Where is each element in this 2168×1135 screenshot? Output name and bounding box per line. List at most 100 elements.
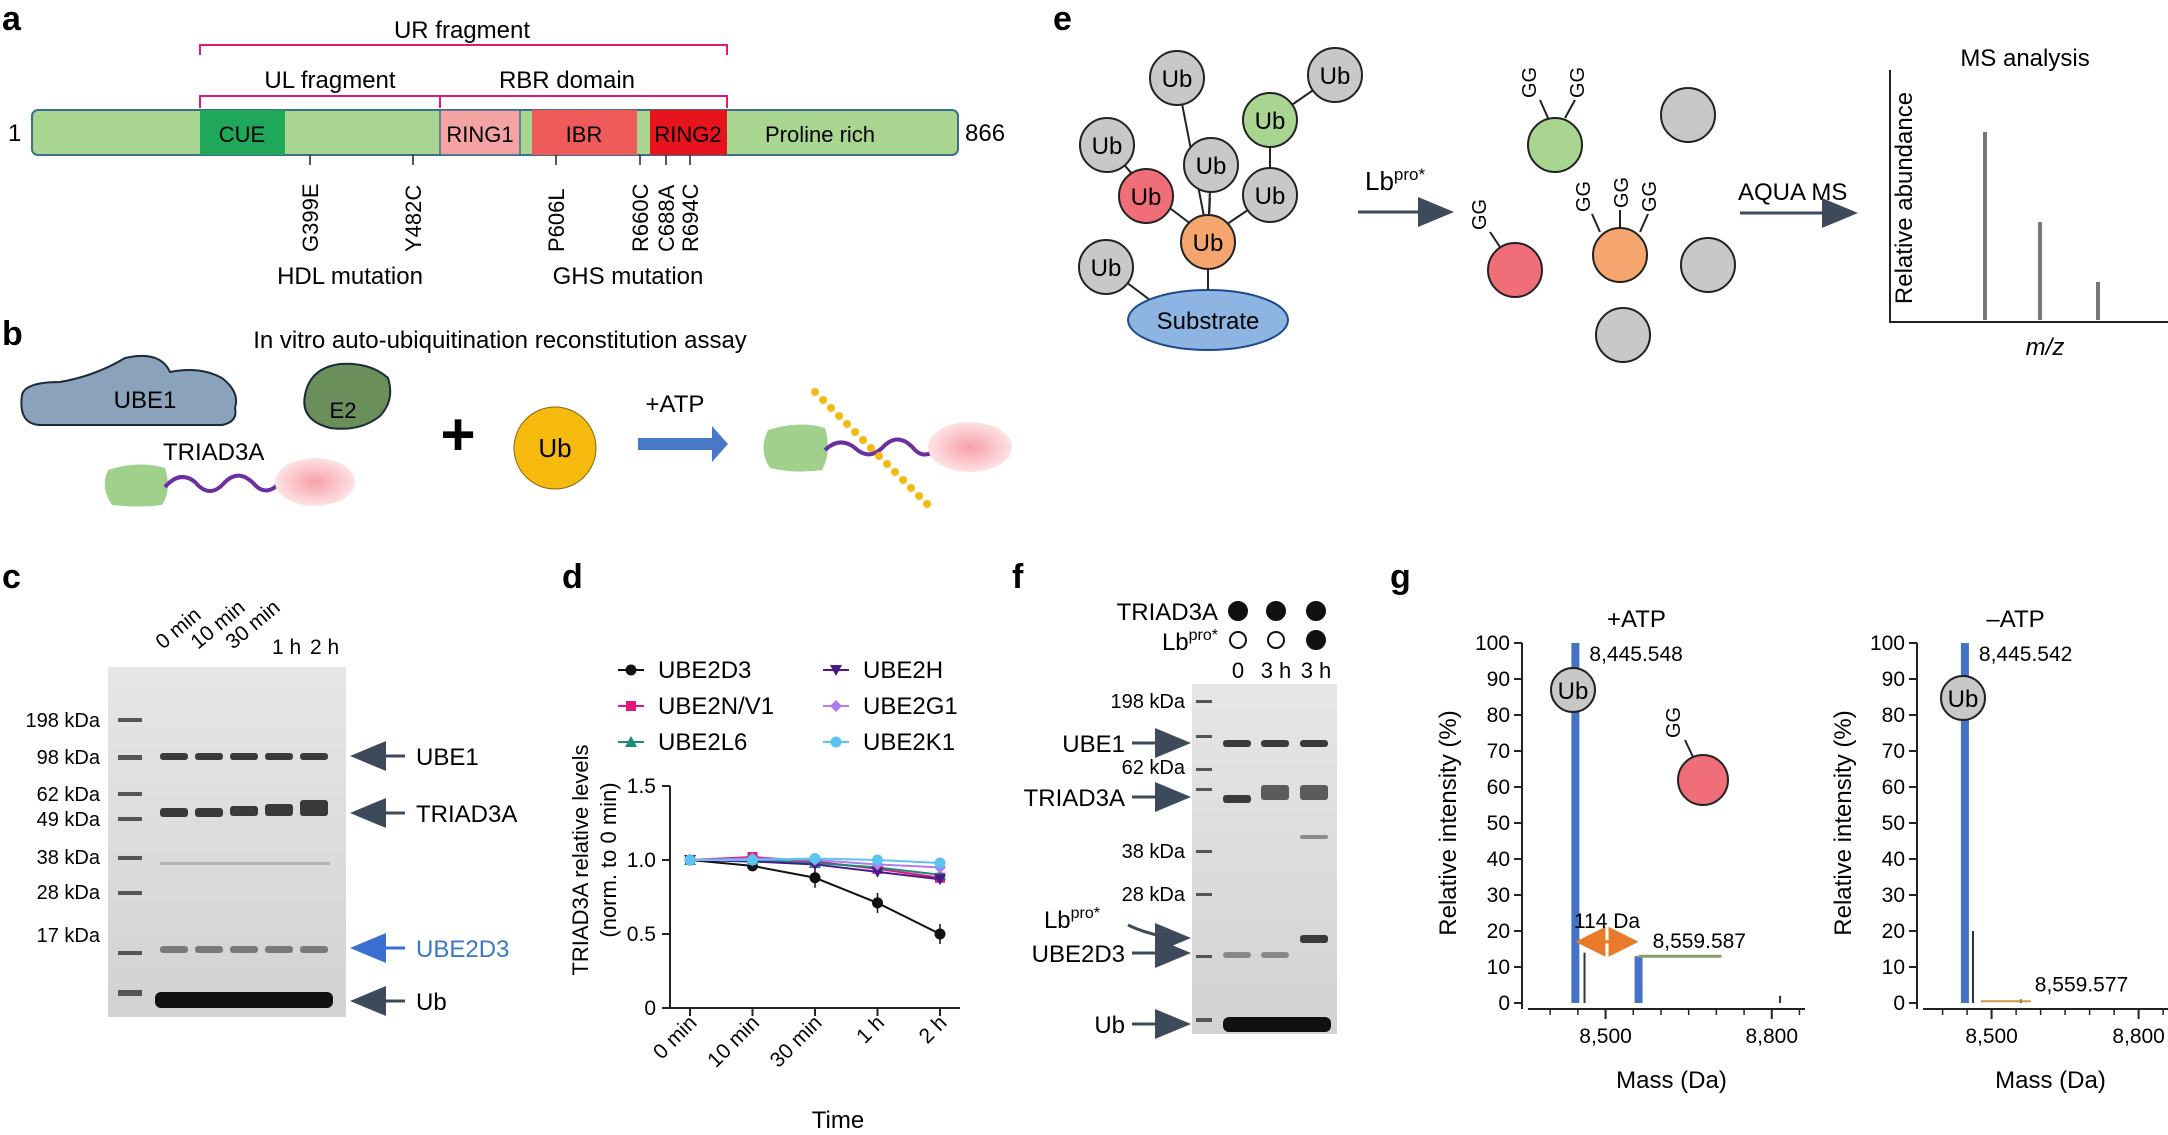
y-tick-label-d: 0 bbox=[644, 997, 656, 1020]
ur-bracket bbox=[199, 44, 728, 55]
data-point-ube2k1 bbox=[747, 854, 758, 866]
y-tick-label-g: 40 bbox=[1487, 848, 1510, 871]
peak-label: 8,559.577 bbox=[2035, 973, 2128, 996]
legend-label-ube2n-v1: UBE2N/V1 bbox=[658, 693, 774, 720]
ub-node-green bbox=[1242, 92, 1298, 148]
ring1-domain bbox=[439, 109, 521, 156]
f-dot-1-3 bbox=[1306, 601, 1326, 621]
legend-marker bbox=[625, 736, 637, 747]
y-tick-label-g: 50 bbox=[1487, 812, 1510, 835]
ub-node-1 bbox=[1149, 50, 1205, 106]
marker-c-17: 17 kDa bbox=[37, 925, 101, 947]
ibr-domain bbox=[532, 110, 637, 155]
triad3a-n-term bbox=[104, 464, 168, 507]
marker-c-38: 38 kDa bbox=[37, 847, 101, 869]
spectrum-peak bbox=[1971, 931, 1974, 1003]
xlabel-g: Mass (Da) bbox=[1616, 1067, 1727, 1094]
f-lane-label-1: 0 bbox=[1232, 658, 1244, 683]
cue-domain bbox=[200, 110, 285, 155]
y-tick-label-g: 100 bbox=[1475, 632, 1510, 655]
triad3a-linker bbox=[163, 473, 284, 493]
legend-label-ube2l6: UBE2L6 bbox=[658, 729, 747, 756]
ibr-label: IBR bbox=[566, 122, 603, 147]
peak-label: 8,445.542 bbox=[1979, 643, 2072, 666]
x-tick-label-g: 8,800 bbox=[2112, 1025, 2165, 1048]
ub-node-5-label: Ub bbox=[1255, 183, 1286, 210]
arrow-label-c-ube2d3: UBE2D3 bbox=[416, 936, 509, 963]
ub-node-4-label: Ub bbox=[1196, 153, 1227, 180]
mass-shift-label: 114 Da bbox=[1574, 910, 1640, 933]
marker-c-62: 62 kDa bbox=[37, 784, 101, 806]
assay-title: In vitro auto-ubiquitination reconstitut… bbox=[253, 327, 747, 354]
ylabel-g: Relative intensity (%) bbox=[1435, 710, 1462, 935]
ub-node-6-label: Ub bbox=[1091, 255, 1122, 282]
marker-f-62: 62 kDa bbox=[1122, 757, 1186, 779]
start-residue: 1 bbox=[8, 120, 21, 147]
gg-tag-g: GG bbox=[1663, 707, 1685, 738]
hdl-mutation-label: HDL mutation bbox=[277, 263, 423, 290]
gg-stem-g bbox=[1684, 739, 1694, 758]
ub-node-6 bbox=[1078, 239, 1134, 295]
ub-node-orange-label: Ub bbox=[1193, 230, 1224, 257]
arrow-label-c-ube1: UBE1 bbox=[416, 744, 479, 771]
x-tick-label-g: 8,800 bbox=[1745, 1025, 1798, 1048]
arrow-label-f-lbpro: Lbpro* bbox=[1044, 905, 1100, 934]
data-point-ube2d3 bbox=[872, 897, 883, 909]
y-tick-label-g: 10 bbox=[1882, 956, 1905, 979]
spectrum-peak bbox=[1583, 952, 1586, 1003]
ring1-label: RING1 bbox=[446, 122, 513, 147]
y-tick-label-g: 60 bbox=[1882, 776, 1905, 799]
f-dot-1-1 bbox=[1228, 601, 1248, 621]
mutation-c688a: C688A bbox=[654, 184, 679, 252]
y-tick-label-g: 60 bbox=[1487, 776, 1510, 799]
ur-fragment-label: UR fragment bbox=[394, 17, 530, 44]
ms-axes bbox=[1889, 70, 2168, 323]
ub-node-red-label: Ub bbox=[1131, 184, 1162, 211]
y-tick-label-g: 90 bbox=[1882, 668, 1905, 691]
f-dot-2-3 bbox=[1306, 630, 1326, 650]
ub-icon-g2 bbox=[1940, 675, 1986, 721]
substrate-ellipse bbox=[1127, 289, 1289, 351]
y-tick-label-g: 70 bbox=[1487, 740, 1510, 763]
panel-e: e Substrate Ub Ub bbox=[1053, 0, 2168, 363]
bands-f bbox=[1223, 740, 1331, 1032]
panel-a: a UR fragment UL fragment RBR domain 1 C… bbox=[2, 0, 1005, 290]
legend-label-ube2k1: UBE2K1 bbox=[863, 729, 955, 756]
product-green bbox=[1527, 117, 1583, 173]
arrow-f-lbpro bbox=[1127, 922, 1191, 953]
gel-f bbox=[1192, 684, 1337, 1034]
substrate-label: Substrate bbox=[1157, 308, 1260, 335]
ghs-mutation-label: GHS mutation bbox=[553, 263, 704, 290]
triad3a-rbr-blob bbox=[275, 458, 355, 506]
ub-node-1-label: Ub bbox=[1162, 66, 1193, 93]
mutation-r660c: R660C bbox=[628, 183, 653, 252]
y-tick-label-g: 40 bbox=[1882, 848, 1905, 871]
arrow-label-f-ub: Ub bbox=[1094, 1012, 1125, 1039]
ring2-label: RING2 bbox=[654, 122, 721, 147]
f-dot-1-2 bbox=[1266, 601, 1286, 621]
product-rbr-blob bbox=[928, 422, 1012, 472]
peak-label: 8,559.587 bbox=[1653, 930, 1746, 953]
arrow-label-f-triad3a: TRIAD3A bbox=[1024, 785, 1125, 812]
gg-tag-2: GG bbox=[1567, 67, 1589, 98]
ub-node-4 bbox=[1183, 137, 1239, 193]
ms-ylabel: Relative abundance bbox=[1891, 92, 1918, 304]
y-tick-label-g: 100 bbox=[1870, 632, 1905, 655]
legend-label-ube2h: UBE2H bbox=[863, 657, 943, 684]
y-tick-label-g: 30 bbox=[1487, 884, 1510, 907]
f-lane-label-3: 3 h bbox=[1301, 658, 1332, 683]
ladder-c bbox=[118, 718, 142, 996]
y-tick-label-g: 70 bbox=[1882, 740, 1905, 763]
f-lane-label-2: 3 h bbox=[1261, 658, 1292, 683]
x-tick-label-d: 30 min bbox=[766, 1011, 827, 1072]
lbpro-label-e: Lbpro* bbox=[1365, 165, 1425, 196]
e2-shape bbox=[303, 362, 392, 430]
panel-b: b In vitro auto-ubiquitination reconstit… bbox=[2, 315, 1012, 508]
mutation-r694c: R694C bbox=[678, 183, 703, 252]
product-grey-3 bbox=[1595, 307, 1651, 363]
marker-f-28: 28 kDa bbox=[1122, 884, 1186, 906]
data-point-ube2k1 bbox=[809, 853, 821, 865]
y-tick-label-g: 30 bbox=[1882, 884, 1905, 907]
product-n-term bbox=[763, 424, 828, 472]
